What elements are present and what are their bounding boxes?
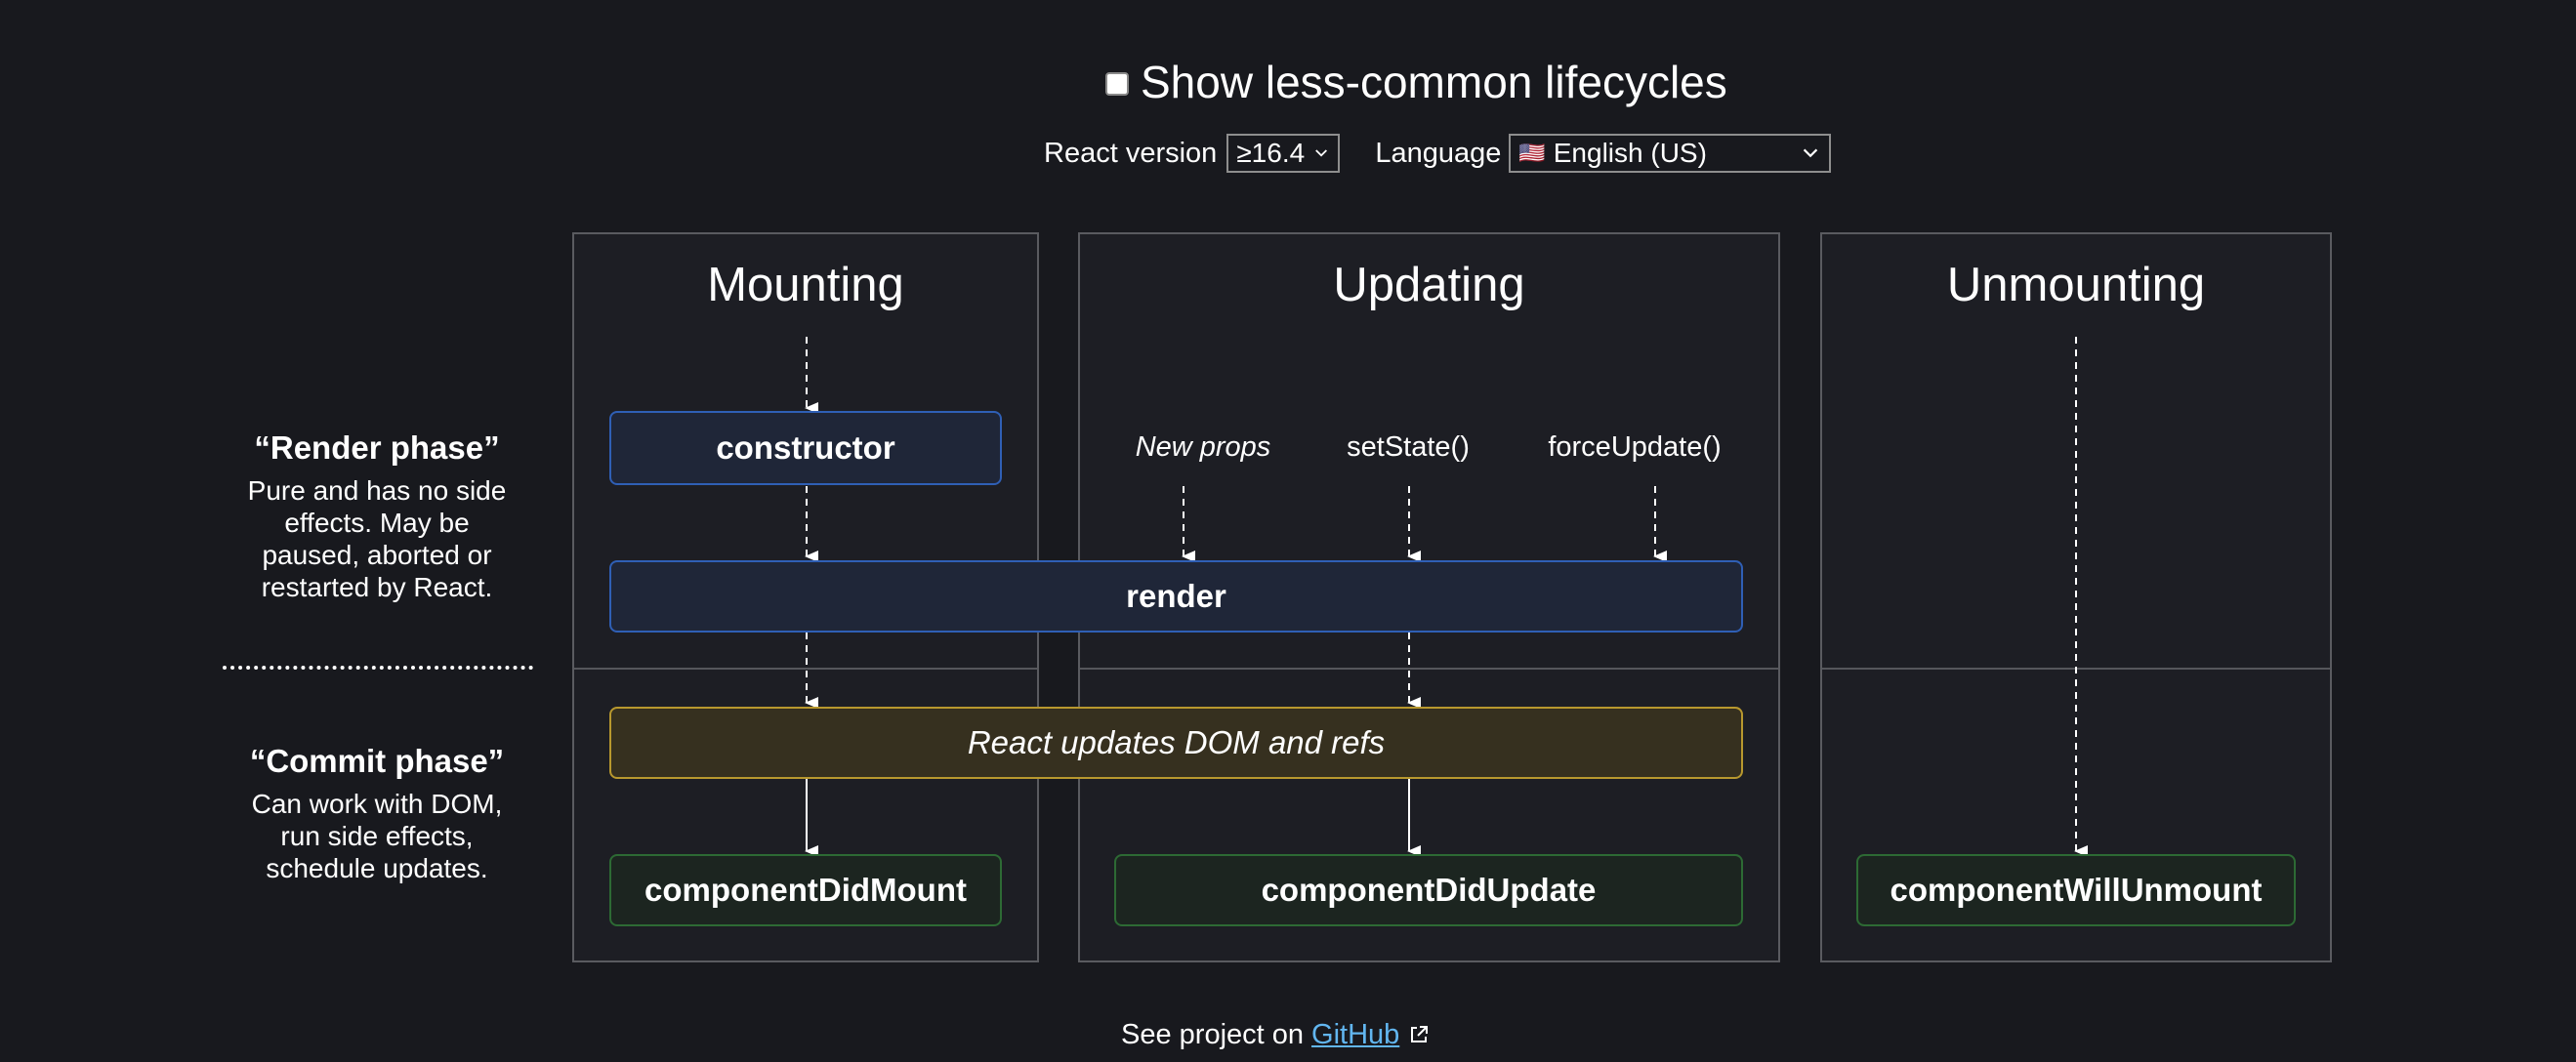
commit-phase-line: schedule updates. xyxy=(266,853,488,883)
less-common-checkbox[interactable] xyxy=(1105,72,1129,96)
constructor-box: constructor xyxy=(609,411,1002,485)
render-phase-title: “Render phase” xyxy=(254,429,500,466)
render-phase-line: effects. May be xyxy=(284,508,470,538)
phase-divider xyxy=(1080,668,1778,670)
mounting-title: Mounting xyxy=(707,259,904,311)
commit-phase-line: run side effects, xyxy=(280,821,474,851)
updating-title: Updating xyxy=(1333,259,1525,311)
unmounting-column xyxy=(1820,232,2332,962)
chevron-down-icon xyxy=(1804,148,1818,158)
react-version-select[interactable]: ≥16.4 xyxy=(1226,134,1341,173)
language-select[interactable]: 🇺🇸 English (US) xyxy=(1509,134,1832,173)
footer-text: See project on xyxy=(1121,1018,1305,1050)
phase-separator xyxy=(223,666,533,670)
render-phase-line: Pure and has no side xyxy=(247,475,507,506)
github-link[interactable]: GitHub xyxy=(1311,1018,1400,1050)
external-link-icon[interactable] xyxy=(1407,1023,1431,1046)
toggle-label: Show less-common lifecycles xyxy=(1141,57,1727,107)
commit-phase-title: “Commit phase” xyxy=(249,743,505,779)
react-version-value: ≥16.4 xyxy=(1236,138,1306,168)
render-phase-line: paused, aborted or xyxy=(262,540,492,570)
footer: See project on GitHub xyxy=(1121,1013,1431,1056)
react-version-label: React version xyxy=(1044,137,1218,169)
did-mount-box: componentDidMount xyxy=(609,854,1002,926)
controls-row: React version ≥16.4 Language 🇺🇸 English … xyxy=(1044,133,1832,174)
phase-divider xyxy=(1822,668,2330,670)
language-label: Language xyxy=(1375,137,1502,169)
set-state-trigger: setState() xyxy=(1347,431,1470,463)
render-phase-note: “Render phase” Pure and has no side effe… xyxy=(221,429,533,603)
dom-update-box: React updates DOM and refs xyxy=(609,707,1743,779)
force-update-trigger: forceUpdate() xyxy=(1548,431,1722,463)
us-flag-icon: 🇺🇸 xyxy=(1518,141,1546,165)
commit-phase-line: Can work with DOM, xyxy=(251,789,503,819)
will-unmount-box: componentWillUnmount xyxy=(1856,854,2296,926)
commit-phase-note: “Commit phase” Can work with DOM, run si… xyxy=(221,743,533,884)
language-value: English (US) xyxy=(1553,138,1707,168)
did-update-box: componentDidUpdate xyxy=(1114,854,1743,926)
unmounting-title: Unmounting xyxy=(1946,259,2206,311)
chevron-down-icon xyxy=(1315,149,1328,157)
render-box: render xyxy=(609,560,1743,633)
new-props-trigger: New props xyxy=(1135,431,1271,463)
show-less-common-toggle[interactable]: Show less-common lifecycles xyxy=(1105,51,1727,113)
phase-divider xyxy=(574,668,1037,670)
render-phase-line: restarted by React. xyxy=(261,572,493,602)
